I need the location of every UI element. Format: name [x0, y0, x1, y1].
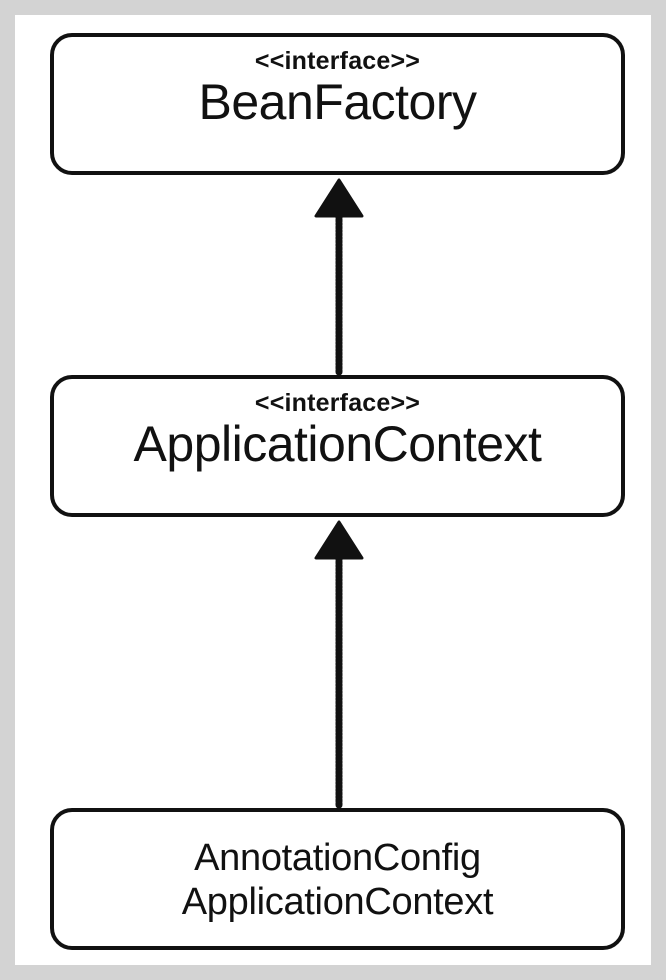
annotation-config-application-context-node: AnnotationConfig ApplicationContext [50, 808, 625, 950]
annotation-config-name-line-2: ApplicationContext [181, 881, 494, 923]
application-context-node: <<interface>> ApplicationContext [50, 375, 625, 517]
bean-factory-stereotype: <<interface>> [254, 47, 421, 75]
annotation-config-name-line-1: AnnotationConfig [194, 837, 481, 879]
bean-factory-name: BeanFactory [198, 74, 477, 130]
application-context-name: ApplicationContext [133, 416, 542, 472]
bean-factory-node: <<interface>> BeanFactory [50, 33, 625, 175]
application-context-stereotype: <<interface>> [254, 389, 421, 417]
